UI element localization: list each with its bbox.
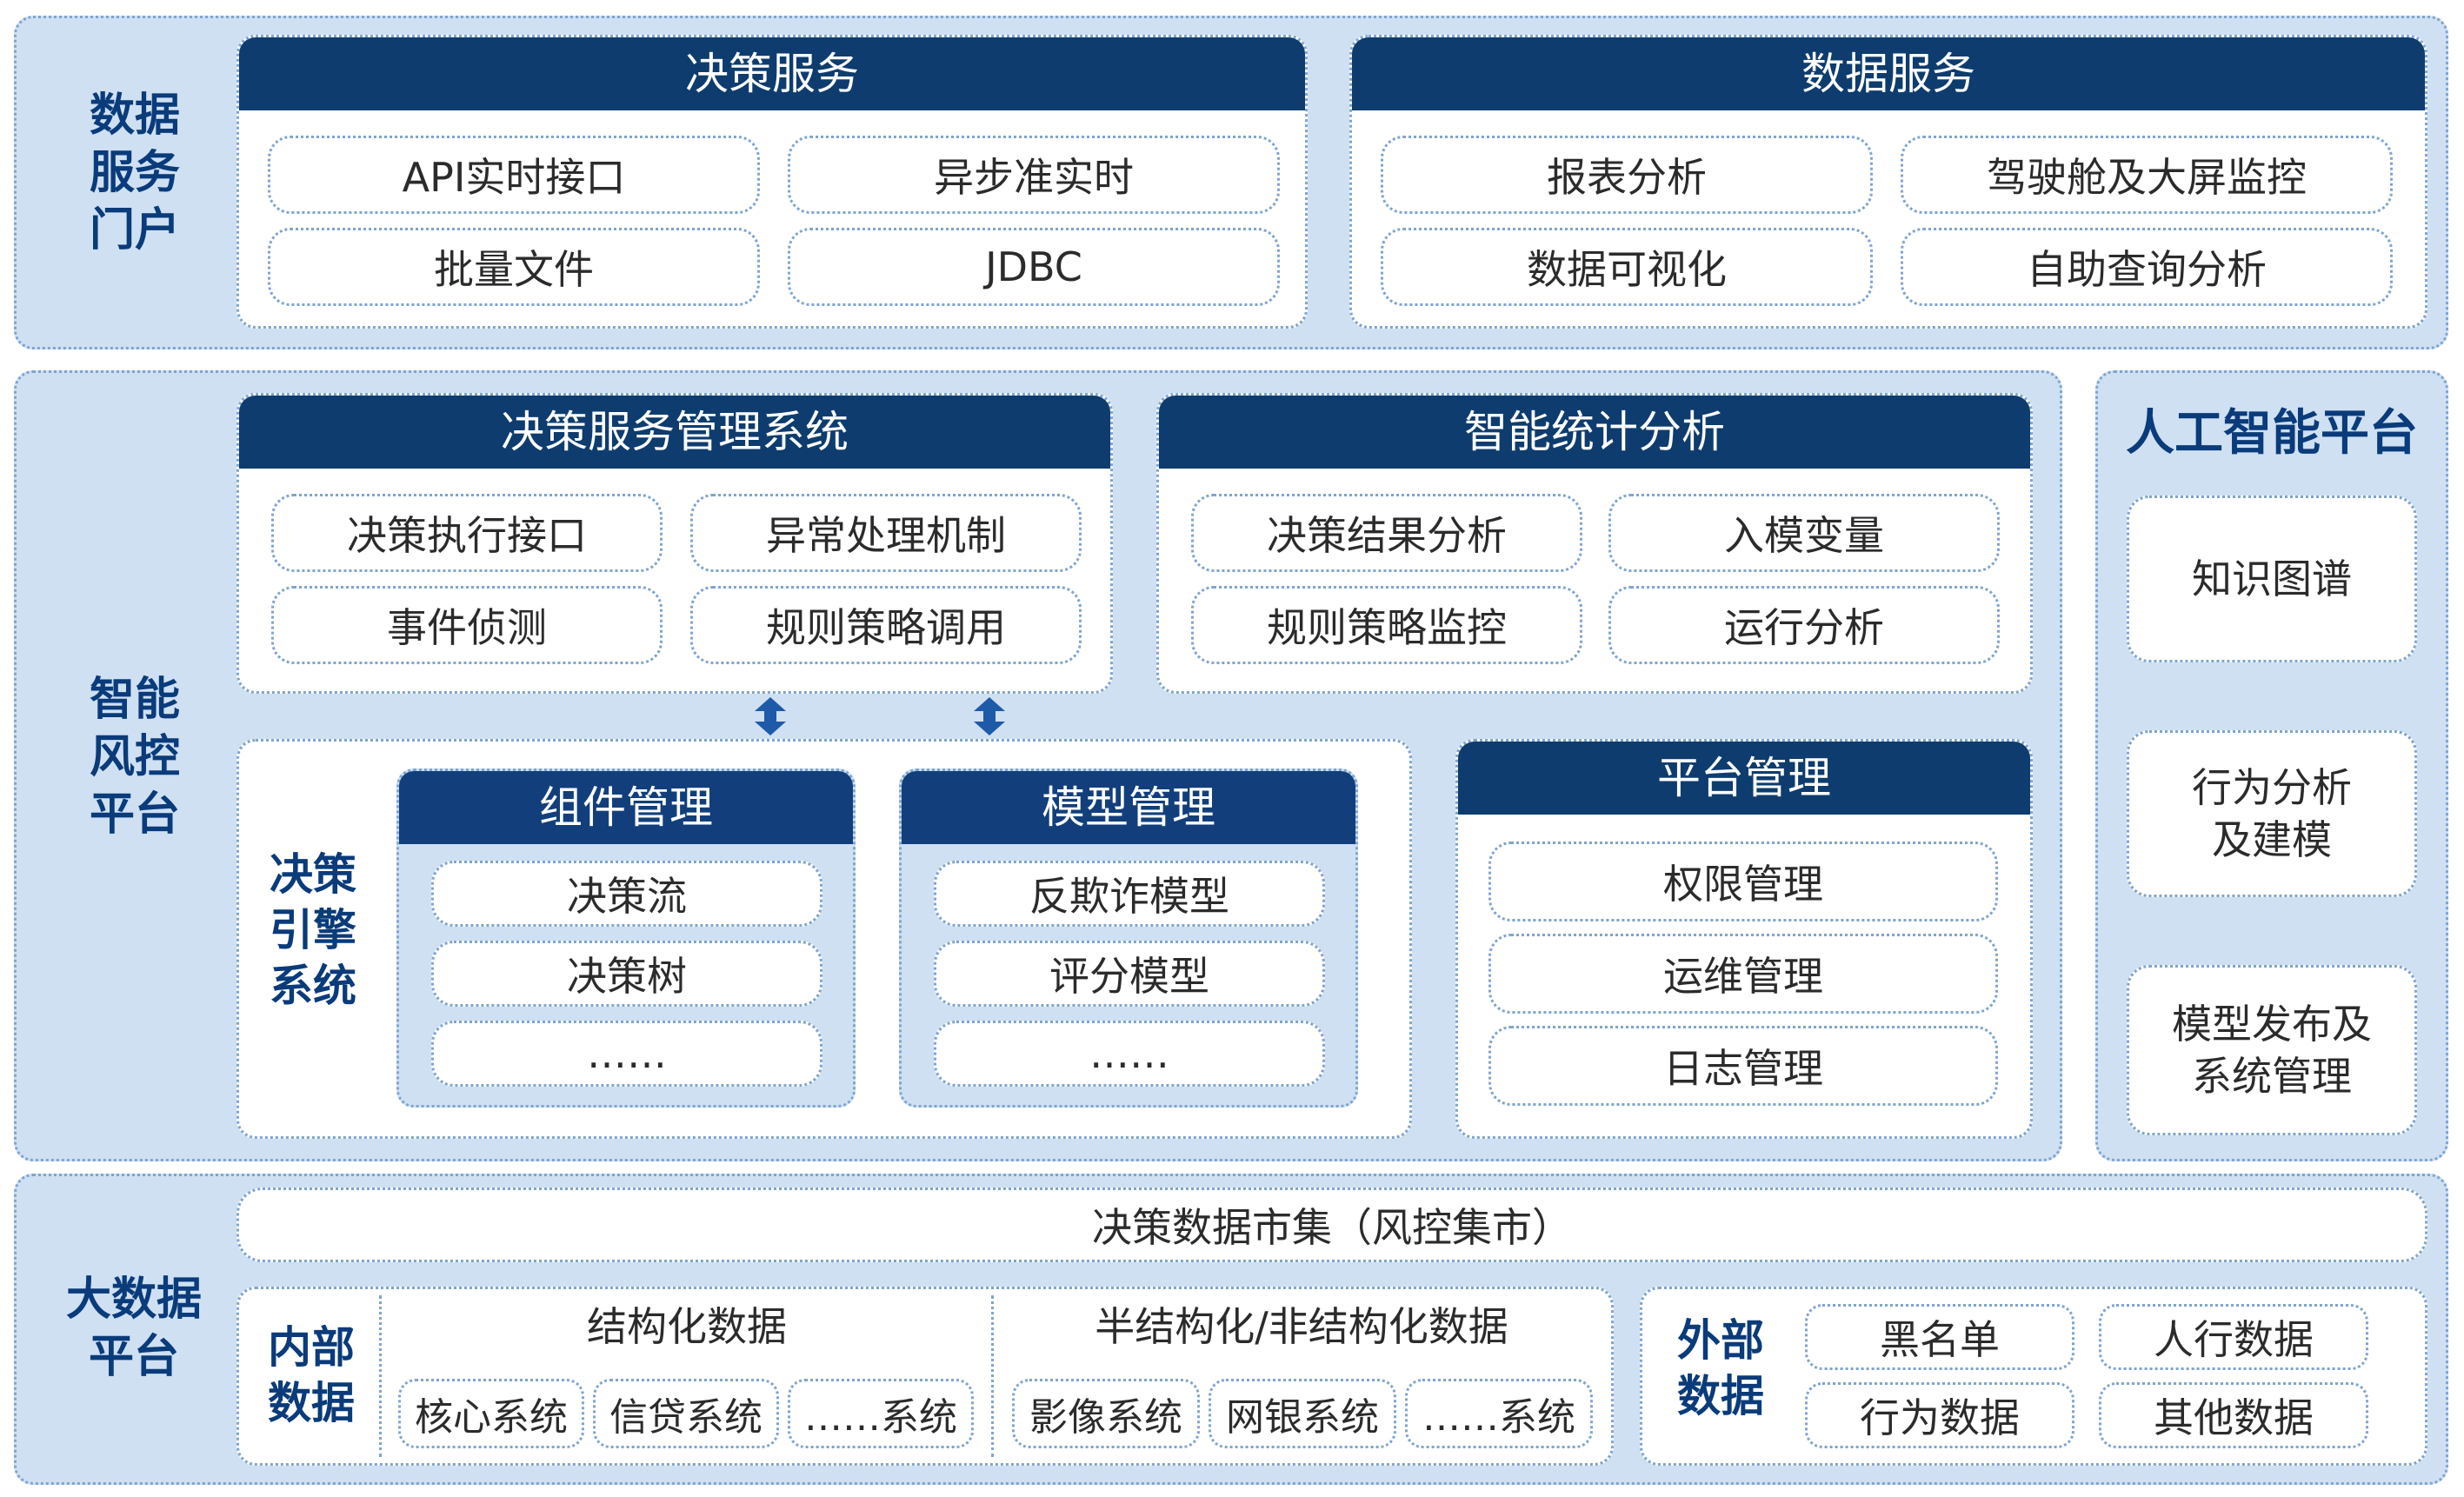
external-data-label: 外部数据: [1677, 1315, 1764, 1421]
stats-item: 入模变量: [1608, 494, 2000, 572]
external-data-item: 行为数据: [1805, 1382, 2074, 1448]
data-service-item: 数据可视化: [1381, 228, 1873, 306]
big-data-platform-label: 大数据平台: [65, 1274, 202, 1383]
semi-structured-item: 网银系统: [1209, 1379, 1396, 1448]
intelligent-stats-title: 智能统计分析: [1159, 396, 2030, 469]
mgmt-system-item: 异常处理机制: [690, 494, 1082, 572]
mgmt-system-item: 事件侦测: [271, 586, 663, 664]
semi-structured-item: 影像系统: [1012, 1379, 1200, 1448]
data-service-item: 报表分析: [1381, 136, 1873, 214]
platform-mgmt-title: 平台管理: [1458, 742, 2030, 815]
structured-item: 核心系统: [398, 1379, 584, 1448]
model-item: 评分模型: [934, 941, 1325, 1007]
ai-platform-item: 模型发布及系统管理: [2127, 965, 2417, 1135]
semi-structured-item: ……系统: [1405, 1379, 1593, 1448]
decision-mgmt-system-title: 决策服务管理系统: [239, 396, 1110, 469]
stats-item: 运行分析: [1608, 586, 2000, 664]
decision-service-item: JDBC: [788, 228, 1280, 306]
ai-platform-item: 行为分析及建模: [2127, 730, 2417, 897]
decision-service-item: 异步准实时: [788, 136, 1280, 214]
decision-service-item: 批量文件: [268, 228, 760, 306]
model-item: ……: [934, 1021, 1325, 1087]
component-mgmt-title: 组件管理: [399, 771, 853, 844]
stats-item: 决策结果分析: [1191, 494, 1582, 572]
bidirectional-arrow-icon: [974, 697, 1005, 735]
model-item: 反欺诈模型: [934, 861, 1325, 927]
ai-platform-item: 知识图谱: [2127, 496, 2417, 662]
platform-mgmt-item: 运维管理: [1488, 934, 1998, 1014]
semi-structured-data-title: 半结构化/非结构化数据: [1095, 1303, 1508, 1350]
structured-item: ……系统: [788, 1379, 974, 1448]
component-item: 决策流: [431, 861, 822, 927]
external-data-item: 黑名单: [1805, 1304, 2074, 1370]
decision-service-item: API实时接口: [268, 136, 760, 214]
structured-item: 信贷系统: [593, 1379, 779, 1448]
risk-data-mart: 决策数据市集（风控集市）: [236, 1188, 2427, 1262]
risk-control-platform-label: 智能风控平台: [89, 674, 180, 841]
decision-engine-label: 决策引擎系统: [270, 849, 356, 1011]
mgmt-system-item: 决策执行接口: [271, 494, 663, 572]
component-item: 决策树: [431, 941, 822, 1007]
data-service-item: 自助查询分析: [1901, 228, 2393, 306]
ai-platform-title: 人工智能平台: [2126, 405, 2418, 462]
platform-mgmt-item: 权限管理: [1488, 842, 1998, 921]
data-service-title: 数据服务: [1352, 37, 2425, 110]
internal-data-label: 内部数据: [268, 1322, 355, 1428]
decision-service-title: 决策服务: [239, 37, 1305, 110]
model-mgmt-title: 模型管理: [902, 771, 1355, 844]
platform-mgmt-item: 日志管理: [1488, 1026, 1998, 1106]
structured-data-title: 结构化数据: [587, 1303, 787, 1350]
mgmt-system-item: 规则策略调用: [690, 586, 1082, 664]
internal-divider: [379, 1295, 382, 1457]
external-data-item: 人行数据: [2099, 1304, 2368, 1370]
data-service-portal-label: 数据服务门户: [89, 90, 180, 256]
bidirectional-arrow-icon: [755, 697, 786, 735]
external-data-item: 其他数据: [2099, 1382, 2368, 1448]
component-item: ……: [431, 1021, 822, 1087]
stats-item: 规则策略监控: [1191, 586, 1582, 664]
data-service-item: 驾驶舱及大屏监控: [1901, 136, 2393, 214]
internal-divider: [991, 1295, 994, 1457]
